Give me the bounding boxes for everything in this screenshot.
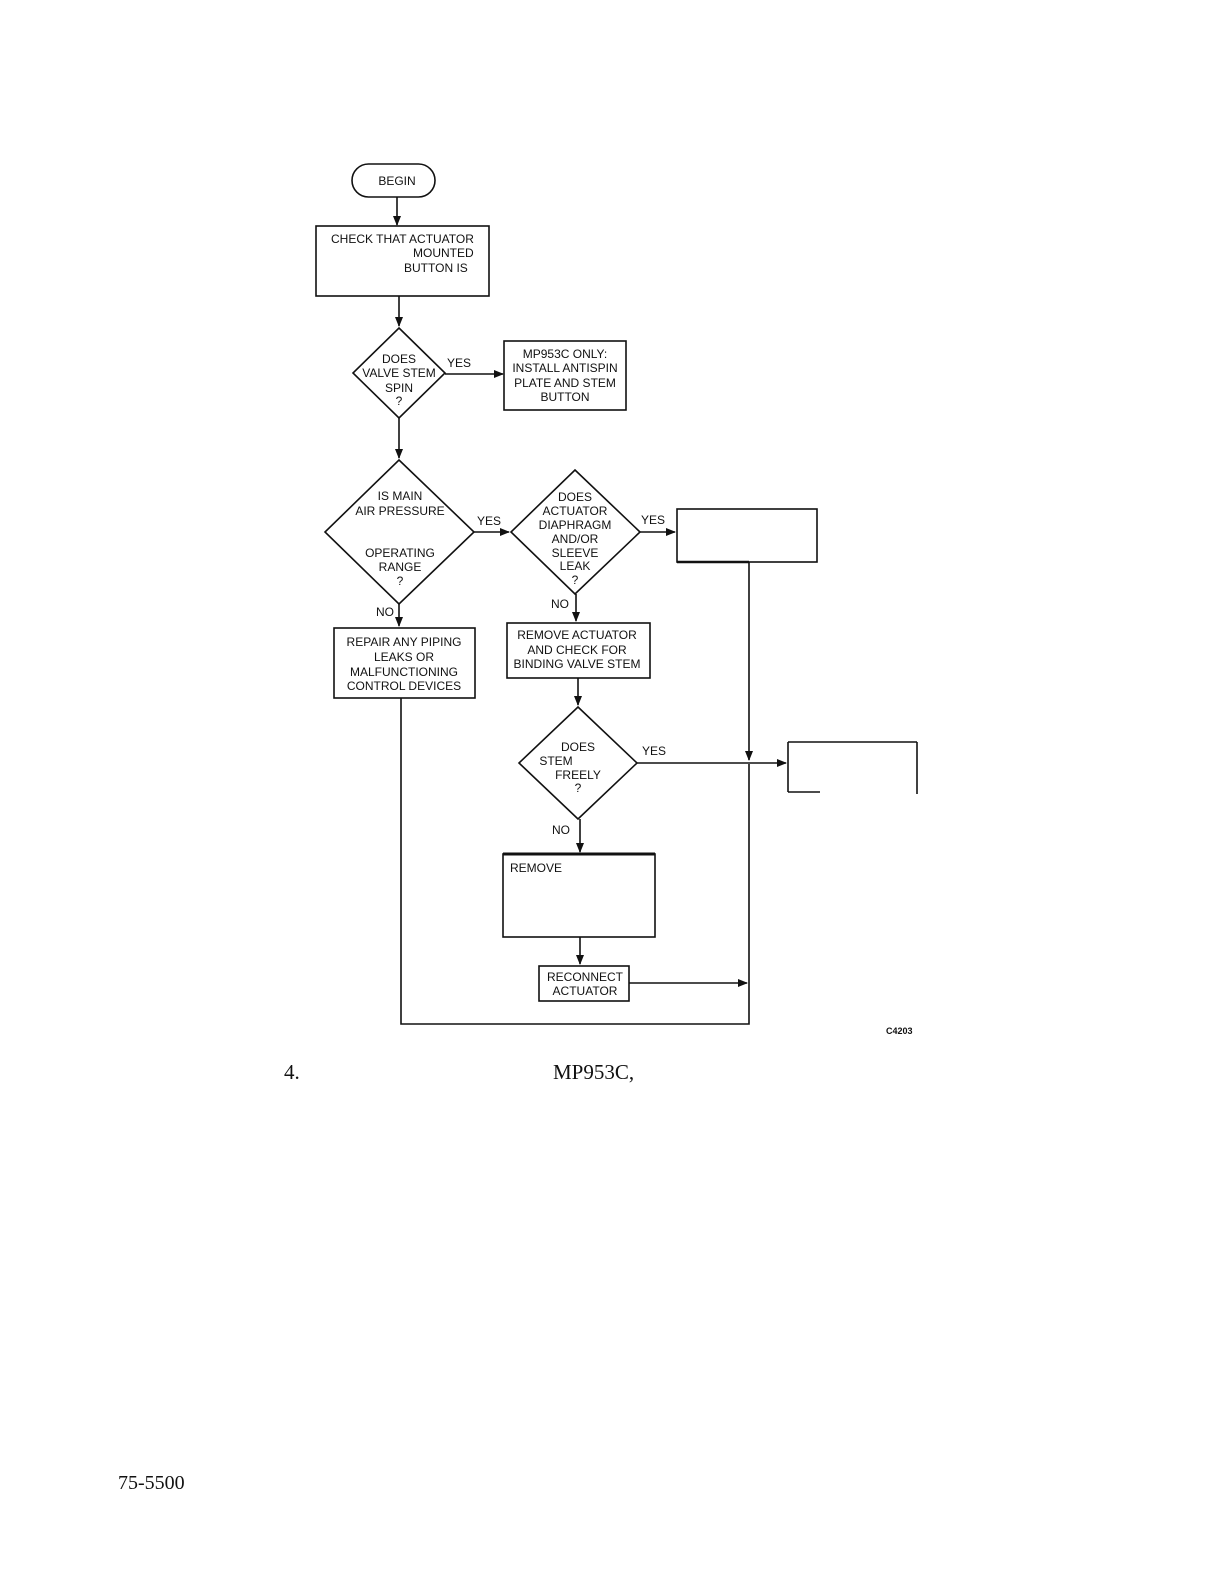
- stem-move-line-4: ?: [575, 781, 582, 795]
- check-actuator-line-2: MOUNTED: [413, 246, 474, 260]
- no-label: NO: [551, 597, 569, 611]
- mp953c-line-1: MP953C ONLY:: [523, 347, 607, 361]
- yes-label: YES: [477, 514, 501, 528]
- mp953c-line-4: BUTTON: [540, 390, 589, 404]
- remove-label: REMOVE: [510, 861, 562, 875]
- diaphragm-line-5: SLEEVE: [552, 546, 599, 560]
- page-number: 75-5500: [118, 1472, 185, 1494]
- begin-node: BEGIN: [351, 163, 436, 198]
- check-actuator-box: CHECK THAT ACTUATOR MOUNTED BUTTON IS: [315, 225, 490, 297]
- check-actuator-line-1: CHECK THAT ACTUATOR: [331, 232, 474, 246]
- no-label: NO: [552, 823, 570, 837]
- air-pressure-line-2: AIR PRESSURE: [355, 504, 444, 518]
- air-pressure-line-3: OPERATING: [365, 546, 435, 560]
- no-label: NO: [376, 605, 394, 619]
- empty-action-box-top: [676, 508, 818, 563]
- diaphragm-line-1: DOES: [558, 490, 592, 504]
- valve-stem-spin-line-4: ?: [396, 394, 403, 408]
- reconnect-actuator-box: RECONNECT ACTUATOR: [538, 965, 630, 1002]
- diaphragm-line-4: AND/OR: [552, 532, 599, 546]
- step-number: 4.: [284, 1060, 300, 1084]
- remove-actuator-line-3: BINDING VALVE STEM: [514, 657, 641, 671]
- air-pressure-line-5: ?: [397, 574, 404, 588]
- remove-actuator-line-2: AND CHECK FOR: [527, 643, 627, 657]
- diaphragm-line-7: ?: [572, 573, 579, 587]
- remove-actuator-box: REMOVE ACTUATOR AND CHECK FOR BINDING VA…: [506, 622, 651, 679]
- air-pressure-line-1: IS MAIN: [378, 489, 423, 503]
- remove-box: REMOVE: [502, 852, 656, 938]
- valve-stem-spin-decision: DOES VALVE STEM SPIN ?: [351, 326, 447, 420]
- mp953c-line-3: PLATE AND STEM: [514, 376, 616, 390]
- diaphragm-line-6: LEAK: [560, 559, 591, 573]
- connector: [400, 698, 750, 1025]
- empty-action-box-right: [787, 741, 918, 794]
- stem-move-line-1: DOES: [561, 740, 595, 754]
- yes-label: YES: [641, 513, 665, 527]
- figure-id: C4203: [886, 1026, 913, 1036]
- repair-line-4: CONTROL DEVICES: [347, 679, 461, 693]
- valve-stem-spin-line-3: SPIN: [385, 381, 413, 395]
- reconnect-line-2: ACTUATOR: [553, 984, 618, 998]
- valve-stem-spin-line-2: VALVE STEM: [362, 366, 436, 380]
- repair-line-3: MALFUNCTIONING: [350, 665, 458, 679]
- air-pressure-line-4: RANGE: [379, 560, 422, 574]
- check-actuator-line-3: BUTTON IS: [404, 261, 468, 275]
- stem-move-line-2: STEM: [539, 754, 572, 768]
- repair-line-1: REPAIR ANY PIPING: [347, 635, 462, 649]
- reconnect-line-1: RECONNECT: [547, 970, 624, 984]
- main-air-pressure-decision: IS MAIN AIR PRESSURE OPERATING RANGE ?: [323, 458, 476, 606]
- diaphragm-line-3: DIAPHRAGM: [539, 518, 612, 532]
- diaphragm-leak-decision: DOES ACTUATOR DIAPHRAGM AND/OR SLEEVE LE…: [509, 468, 642, 596]
- step-text: MP953C,: [553, 1060, 635, 1084]
- yes-label: YES: [642, 744, 666, 758]
- stem-move-line-3: FREELY: [555, 768, 601, 782]
- stem-move-decision: DOES STEM FREELY ?: [517, 705, 639, 821]
- mp953c-line-2: INSTALL ANTISPIN: [512, 361, 617, 375]
- repair-line-2: LEAKS OR: [374, 650, 434, 664]
- yes-label: YES: [447, 356, 471, 370]
- diaphragm-line-2: ACTUATOR: [543, 504, 608, 518]
- repair-piping-box: REPAIR ANY PIPING LEAKS OR MALFUNCTIONIN…: [333, 627, 476, 699]
- remove-actuator-line-1: REMOVE ACTUATOR: [517, 628, 637, 642]
- valve-stem-spin-line-1: DOES: [382, 352, 416, 366]
- mp953c-only-box: MP953C ONLY: INSTALL ANTISPIN PLATE AND …: [503, 340, 627, 411]
- begin-label: BEGIN: [378, 174, 415, 188]
